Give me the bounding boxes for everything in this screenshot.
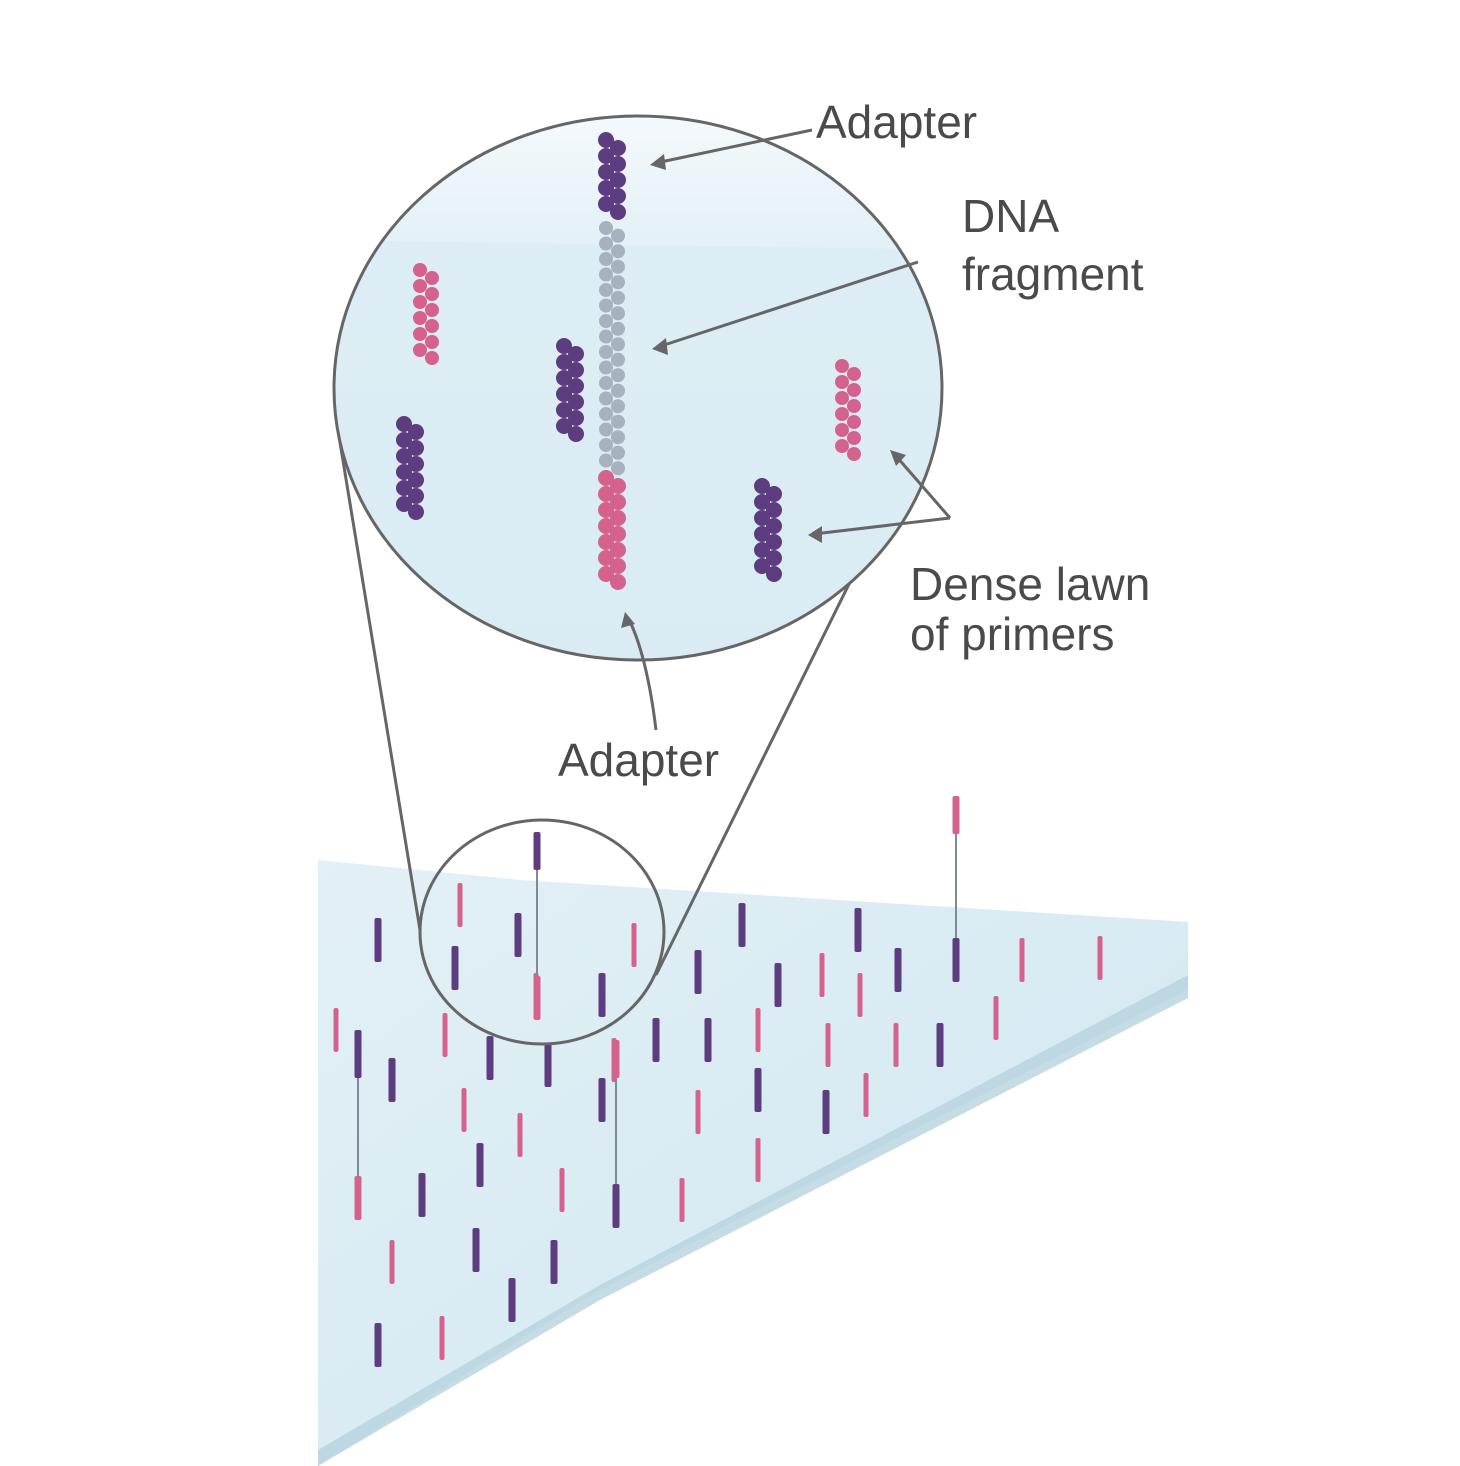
surface-primer	[559, 1168, 565, 1212]
surface-primer	[695, 1090, 701, 1134]
surface-primer	[1097, 936, 1103, 980]
lawn-arrow-top	[894, 455, 952, 519]
surface-primer	[442, 1013, 448, 1057]
surface-primer	[439, 1316, 445, 1360]
adapter-top-beads	[598, 132, 626, 220]
surface-primer	[472, 1228, 480, 1272]
surface-primer	[819, 953, 825, 997]
arrowhead-lawn-top	[890, 450, 906, 466]
dna-label-line1: DNA	[962, 190, 1060, 242]
adapter-bottom-arrow	[626, 617, 658, 731]
surface-primer	[694, 950, 702, 994]
surface-primer	[755, 1138, 761, 1182]
magnified-primers	[396, 132, 861, 590]
surface-primer	[451, 946, 459, 990]
dna-label-line2: fragment	[962, 248, 1144, 300]
dna-fragment-beads	[599, 221, 625, 476]
surface-primer	[652, 1018, 660, 1062]
surface-primer	[598, 973, 606, 1017]
surface-primer	[544, 1043, 552, 1087]
surface-primer	[936, 1023, 944, 1067]
surface-primer	[1019, 938, 1025, 982]
surface-primer	[822, 1090, 830, 1134]
surface-primer	[854, 908, 862, 952]
surface-primer	[857, 973, 863, 1017]
adapter-bottom-label: Adapter	[558, 734, 720, 786]
attached-fragment	[952, 796, 960, 982]
lawn-arrow-bottom	[813, 516, 951, 536]
surface-primer	[457, 883, 463, 927]
surface-primer	[517, 1113, 523, 1157]
zoom-line-left	[334, 417, 422, 931]
primer-dark-beads-2	[556, 338, 584, 442]
magnified-region-circle	[418, 818, 666, 1046]
surface-primer	[388, 1058, 396, 1102]
surface-primer	[333, 1008, 339, 1052]
surface-primer	[476, 1143, 484, 1187]
primer-dark-beads-3	[754, 478, 782, 582]
surface-primer	[993, 996, 999, 1040]
surface-primer	[374, 1323, 382, 1367]
primer-pink-beads-2	[835, 359, 861, 461]
surface-primer	[598, 1078, 606, 1122]
surface-primer	[418, 1173, 426, 1217]
primer-pink-beads-1	[413, 263, 439, 365]
adapter-top-arrow	[655, 128, 813, 165]
adapter-bottom-beads	[598, 470, 626, 590]
surface-primer	[631, 923, 637, 967]
dna-fragment-arrow	[657, 260, 919, 349]
surface-primer	[486, 1036, 494, 1080]
arrowhead-adapter-top	[650, 154, 666, 170]
surface-primer	[514, 913, 522, 957]
primer-dark-beads-1	[396, 416, 424, 520]
arrowhead-dna	[652, 338, 668, 355]
arrowhead-lawn-bottom	[808, 526, 822, 543]
surface-primer	[755, 1008, 761, 1052]
surface-primer	[508, 1278, 516, 1322]
surface-primer	[389, 1240, 395, 1284]
surface-primer	[738, 903, 746, 947]
surface-primer	[679, 1178, 685, 1222]
surface-primer	[863, 1073, 869, 1117]
arrowhead-adapter-bottom	[621, 612, 635, 628]
attached-fragment	[354, 1040, 362, 1220]
surface-primer	[461, 1088, 467, 1132]
surface-primer	[374, 918, 382, 962]
flow-cell-edge	[318, 975, 1188, 1466]
adapter-top-label: Adapter	[816, 96, 978, 148]
surface-primers	[333, 796, 1103, 1367]
surface-primer	[894, 948, 902, 992]
annotation-arrows	[626, 128, 952, 731]
surface-primer	[704, 1018, 712, 1062]
lawn-label-line2: of primers	[910, 608, 1115, 660]
surface-primer	[774, 963, 782, 1007]
surface-primer	[550, 1240, 558, 1284]
attached-fragment-magnified	[533, 832, 541, 1020]
attached-fragment	[612, 1040, 620, 1228]
surface-primer	[825, 1023, 831, 1067]
lawn-label-line1: Dense lawn	[910, 558, 1151, 610]
arrow-heads	[621, 154, 906, 628]
surface-primer	[754, 1068, 762, 1112]
surface-primer	[893, 1023, 899, 1067]
